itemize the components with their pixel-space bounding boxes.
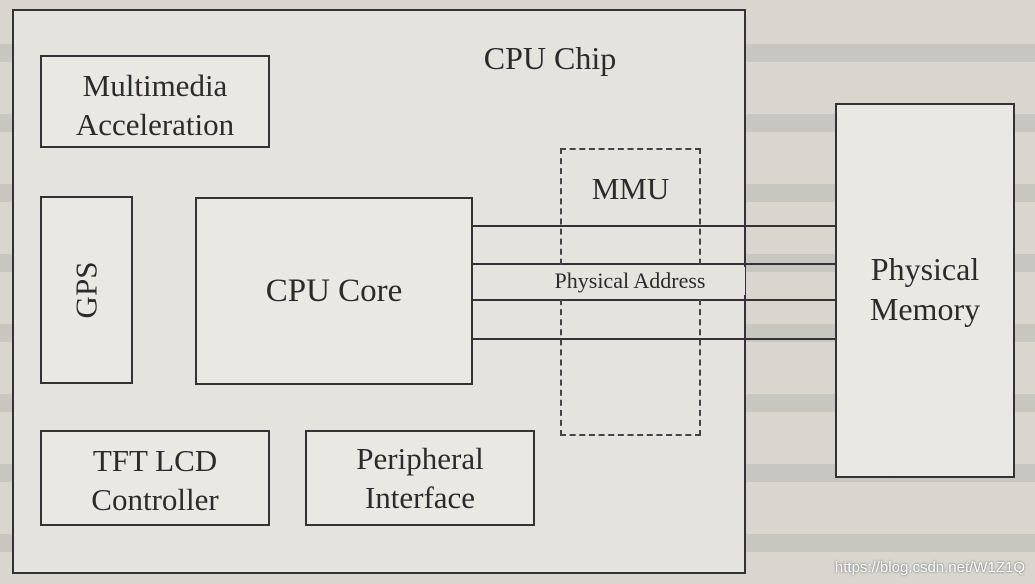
tft-label: TFT LCD Controller xyxy=(42,442,268,520)
physical-address-label: Physical Address xyxy=(515,267,745,295)
peripheral-label: Peripheral Interface xyxy=(307,440,533,518)
physical-memory-block: Physical Memory xyxy=(835,103,1015,478)
physical-memory-label-line-1: Physical xyxy=(870,251,980,287)
cpu-chip-title: CPU Chip xyxy=(483,40,617,76)
address-bus-line xyxy=(473,263,836,265)
tft-lcd-controller-block: TFT LCD Controller xyxy=(40,430,270,526)
address-bus-line xyxy=(473,299,836,301)
multimedia-label: Multimedia Acceleration xyxy=(42,67,268,145)
watermark-url: https://blog.csdn.net/W1Z1Q xyxy=(834,559,1025,576)
peripheral-label-line-2: Interface xyxy=(364,479,476,515)
address-bus-line xyxy=(473,338,836,340)
multimedia-label-line-2: Acceleration xyxy=(75,106,235,142)
gps-label: GPS xyxy=(68,261,104,319)
physical-memory-label-line-2: Memory xyxy=(869,291,981,327)
cpu-core-block: CPU Core xyxy=(195,197,473,385)
peripheral-interface-block: Peripheral Interface xyxy=(305,430,535,526)
gps-block: GPS xyxy=(40,196,133,384)
tft-label-line-2: Controller xyxy=(91,481,219,517)
tft-label-line-1: TFT LCD xyxy=(92,443,218,478)
multimedia-label-line-1: Multimedia xyxy=(82,68,228,103)
peripheral-label-line-1: Peripheral xyxy=(356,441,484,476)
address-bus-line xyxy=(473,225,836,227)
mmu-label: MMU xyxy=(591,171,670,206)
physical-memory-label: Physical Memory xyxy=(837,249,1013,329)
multimedia-acceleration-block: Multimedia Acceleration xyxy=(40,55,270,148)
cpu-core-label: CPU Core xyxy=(265,273,403,309)
